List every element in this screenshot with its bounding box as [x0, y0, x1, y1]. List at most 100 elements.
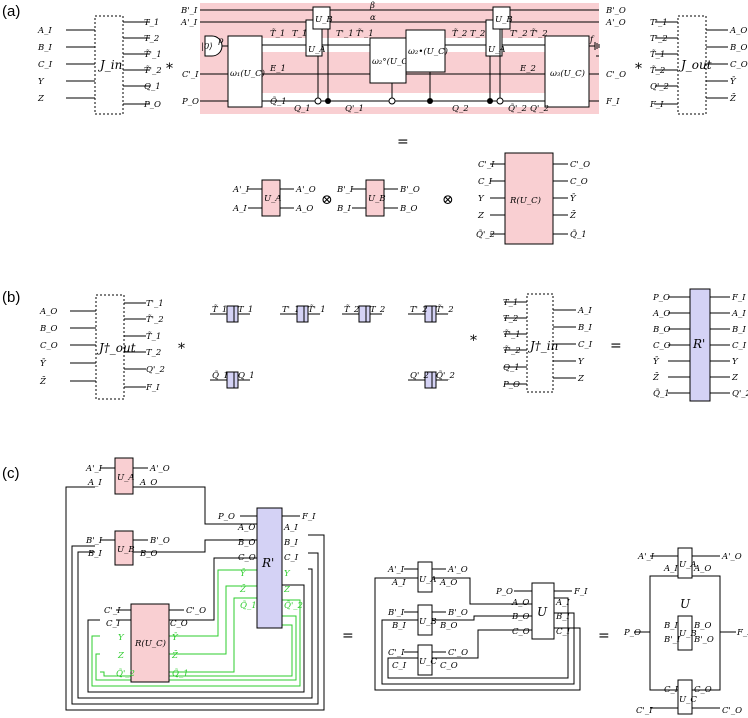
- svg-text:B_O: B_O: [652, 325, 670, 335]
- svg-text:Q'_2: Q'_2: [146, 365, 165, 375]
- svg-text:|0⟩: |0⟩: [201, 42, 213, 52]
- svg-text:Q̃_1: Q̃_1: [212, 369, 229, 381]
- svg-text:A_I: A_I: [37, 26, 52, 36]
- svg-text:F_I: F_I: [573, 587, 588, 597]
- svg-text:C_O: C_O: [653, 341, 671, 351]
- svg-text:C_I: C_I: [732, 341, 747, 351]
- svg-text:Q'_2: Q'_2: [650, 82, 669, 92]
- svg-text:A_I: A_I: [391, 578, 406, 588]
- svg-text:C_I: C_I: [106, 619, 121, 629]
- svg-text:T'_2: T'_2: [410, 305, 428, 315]
- svg-text:T̃_2: T̃_2: [452, 27, 467, 39]
- svg-text:A'_O: A'_O: [721, 552, 742, 562]
- svg-text:T_1: T_1: [503, 298, 518, 308]
- svg-text:B_O: B_O: [511, 612, 529, 622]
- svg-text:A'_I: A'_I: [387, 565, 405, 575]
- svg-text:Q̃_1: Q̃_1: [270, 95, 287, 107]
- svg-text:A'_O: A'_O: [149, 464, 170, 474]
- svg-text:A_O: A_O: [295, 204, 313, 214]
- svg-text:Q̃_1: Q̃_1: [570, 228, 587, 240]
- svg-text:Q_1: Q_1: [503, 363, 520, 373]
- svg-text:T̃'_1: T̃'_1: [308, 303, 326, 315]
- svg-text:B_I: B_I: [87, 549, 102, 559]
- svg-text:ω₁(U_C): ω₁(U_C): [230, 68, 265, 79]
- svg-text:A'_I: A'_I: [232, 185, 250, 195]
- svg-text:T̃'_2: T̃'_2: [146, 313, 164, 325]
- svg-text:C'_I: C'_I: [478, 160, 495, 170]
- svg-text:C_I: C_I: [556, 627, 571, 637]
- svg-text:B'_I: B'_I: [85, 536, 103, 546]
- equals-c1: =: [342, 628, 354, 644]
- svg-text:Q̃_1: Q̃_1: [240, 599, 257, 611]
- star-op: *: [166, 61, 173, 77]
- svg-text:A_I: A_I: [555, 598, 570, 608]
- svg-text:T̃_2: T̃_2: [650, 64, 665, 76]
- panel-label-a: (a): [2, 3, 20, 20]
- svg-text:A_O: A_O: [237, 523, 255, 533]
- svg-text:C'_O: C'_O: [186, 606, 206, 616]
- svg-text:Q̃'_2: Q̃'_2: [116, 667, 135, 679]
- svg-text:J†_in: J†_in: [527, 339, 558, 353]
- svg-text:B'_I: B'_I: [336, 185, 354, 195]
- svg-text:Z̄: Z̄: [729, 92, 737, 104]
- svg-text:U_C: U_C: [419, 657, 437, 667]
- svg-text:T̃_1: T̃_1: [212, 303, 227, 315]
- svg-text:Ȳ: Ȳ: [653, 355, 660, 367]
- svg-text:P_O: P_O: [652, 293, 670, 303]
- svg-text:Z: Z: [117, 651, 125, 661]
- svg-text:Y: Y: [732, 357, 739, 367]
- svg-text:B_O: B_O: [139, 549, 157, 559]
- svg-text:T'_1: T'_1: [146, 299, 164, 309]
- svg-text:U: U: [537, 605, 548, 619]
- svg-text:T'_1: T'_1: [336, 29, 354, 39]
- svg-text:B_O: B_O: [693, 621, 711, 631]
- svg-text:β: β: [369, 1, 375, 11]
- svg-text:C_O: C_O: [730, 60, 748, 70]
- svg-text:U_A: U_A: [117, 473, 135, 483]
- svg-text:U_B: U_B: [679, 629, 697, 639]
- svg-text:C'_O: C'_O: [606, 70, 626, 80]
- svg-text:T̃_2: T̃_2: [344, 303, 359, 315]
- svg-text:U: U: [680, 597, 691, 611]
- svg-text:C_O: C_O: [512, 627, 530, 637]
- svg-text:C_I: C_I: [578, 340, 593, 350]
- svg-text:f: f: [589, 35, 595, 45]
- svg-text:C_O: C_O: [238, 553, 256, 563]
- svg-text:A_I: A_I: [87, 478, 102, 488]
- svg-text:Z: Z: [577, 374, 585, 384]
- svg-text:F_I: F_I: [731, 293, 746, 303]
- svg-text:α: α: [370, 13, 376, 23]
- svg-text:C'_I: C'_I: [636, 706, 653, 716]
- svg-text:R': R': [261, 556, 274, 570]
- svg-text:Q'_2: Q'_2: [530, 104, 549, 114]
- svg-text:Q̃'_2: Q̃'_2: [508, 102, 527, 114]
- svg-text:B'_I: B'_I: [387, 608, 405, 618]
- equals-b: =: [610, 338, 622, 354]
- svg-text:T'_2: T'_2: [650, 34, 668, 44]
- svg-text:U_B: U_B: [495, 15, 513, 25]
- svg-text:T̃'_1: T̃'_1: [503, 328, 521, 340]
- panel-label-c: (c): [2, 465, 20, 482]
- svg-text:E_2: E_2: [519, 64, 536, 74]
- svg-text:A_O: A_O: [39, 307, 57, 317]
- svg-text:A_O: A_O: [439, 578, 457, 588]
- svg-text:A_O: A_O: [652, 309, 670, 319]
- svg-text:B'_O: B'_O: [149, 536, 170, 546]
- svg-text:A'_O: A'_O: [295, 185, 316, 195]
- star-op-b1: *: [178, 341, 185, 357]
- svg-text:A'_I: A'_I: [85, 464, 103, 474]
- svg-text:B_O: B_O: [439, 621, 457, 631]
- svg-text:A'_O: A'_O: [447, 565, 468, 575]
- svg-text:T'_1: T'_1: [282, 305, 300, 315]
- svg-text:Q̃_1: Q̃_1: [653, 387, 670, 399]
- equals-c2: =: [598, 628, 610, 644]
- svg-text:B'_I: B'_I: [663, 635, 681, 645]
- svg-text:R': R': [692, 337, 705, 351]
- svg-text:T̃'_2: T̃'_2: [144, 64, 162, 76]
- svg-text:P_O: P_O: [502, 380, 520, 390]
- svg-text:C_O: C_O: [570, 177, 588, 187]
- svg-text:P_O: P_O: [143, 100, 161, 110]
- svg-text:F_I: F_I: [605, 97, 620, 107]
- svg-text:Q̃_1: Q̃_1: [172, 667, 189, 679]
